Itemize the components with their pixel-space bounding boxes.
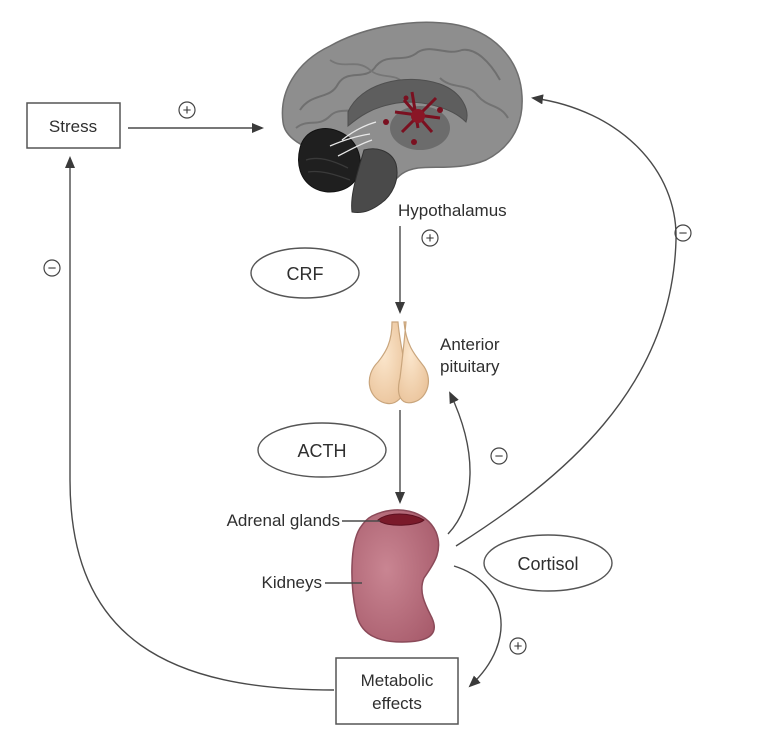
minus-sign-pituitary: − (490, 447, 508, 465)
brain-gyri (439, 77, 509, 119)
adrenal-gland (377, 513, 425, 526)
cortisol-to-pituitary-arrow (447, 391, 471, 535)
stress-label: Stress (49, 117, 97, 136)
crf-label: CRF (287, 264, 324, 284)
svg-text:−: − (48, 260, 57, 277)
brain-gyri (299, 48, 501, 111)
anterior-pituitary (368, 321, 430, 405)
svg-text:+: + (426, 230, 435, 247)
svg-text:−: − (495, 448, 504, 465)
svg-text:+: + (514, 638, 523, 655)
svg-text:−: − (679, 225, 688, 242)
kidney (351, 509, 440, 643)
cortisol-label: Cortisol (517, 554, 578, 574)
cortisol-to-brain-arrow (455, 94, 677, 547)
adrenal-glands-label: Adrenal glands (227, 511, 340, 530)
effects-label: effects (372, 694, 422, 713)
crf-oval (250, 247, 360, 299)
brain (281, 21, 523, 213)
hypothalamus-label: Hypothalamus (398, 201, 507, 220)
metabolic-effects-box (335, 657, 459, 725)
anterior-label: Anterior (440, 335, 500, 354)
cerebellum-folds (305, 157, 351, 181)
stress-box (26, 102, 121, 149)
cortisol-oval (483, 534, 613, 592)
minus-sign-stress: − (43, 259, 61, 277)
brainstem (351, 148, 398, 213)
brain-tracts (329, 121, 377, 157)
corpus-callosum (347, 78, 468, 128)
minus-sign-brain: − (674, 224, 692, 242)
metabolic-to-stress-arrow (65, 156, 335, 691)
plus-sign-stress: + (178, 101, 196, 119)
acth-oval (257, 422, 387, 478)
pituitary-label: pituitary (440, 357, 500, 376)
kidneys-label: Kidneys (262, 573, 322, 592)
hypothalamus-marker (383, 91, 443, 145)
brain-gyri (329, 59, 405, 85)
plus-sign-metabolic: + (509, 637, 527, 655)
svg-text:+: + (183, 102, 192, 119)
plus-sign-crf: + (421, 229, 439, 247)
cortisol-to-metabolic-arrow (453, 565, 502, 688)
metabolic-label: Metabolic (361, 671, 434, 690)
acth-label: ACTH (298, 441, 347, 461)
